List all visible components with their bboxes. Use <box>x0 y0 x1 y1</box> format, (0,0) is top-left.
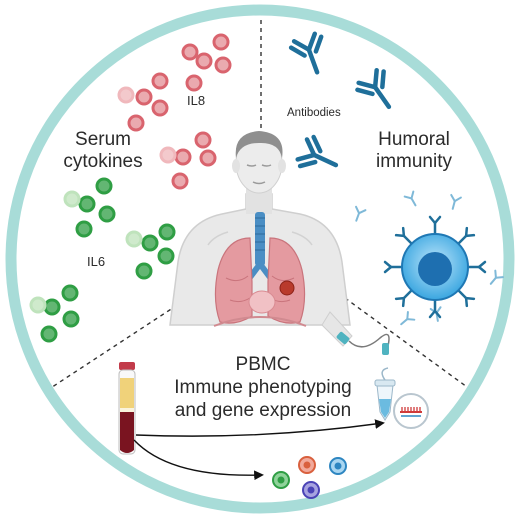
pbmc-line1: PBMC <box>235 354 291 375</box>
il6-label: IL6 <box>87 254 106 269</box>
b-cell-icon <box>383 215 487 319</box>
antibody-icon <box>295 134 339 169</box>
il8-bead-icon <box>159 146 177 164</box>
serum-cytokines-title: Serum cytokines <box>46 129 160 173</box>
il8-label: IL8 <box>187 93 206 108</box>
il6-bead-icon <box>75 220 93 238</box>
serum-title-line1: Serum <box>75 129 131 150</box>
il8-bead-icon <box>117 86 135 104</box>
pbmc-line3: and gene expression <box>174 399 352 421</box>
il6-bead-icon <box>98 205 116 223</box>
lungs-icon <box>213 212 307 327</box>
section-dividers <box>39 16 479 396</box>
il8-bead-icon <box>174 148 192 166</box>
pbmc-cells <box>272 456 347 499</box>
lung-lesion <box>279 280 295 296</box>
il6-beads-faded <box>29 190 143 314</box>
il6-bead-icon <box>62 310 80 328</box>
il8-bead-icon <box>151 72 169 90</box>
humoral-title-line2: immunity <box>375 150 452 172</box>
trachea <box>255 212 265 266</box>
antibodies-label: Antibodies <box>287 107 341 119</box>
iv-catheter-icon <box>336 331 390 355</box>
pcr-tube-icon <box>374 367 396 421</box>
antibody-icon <box>288 31 324 75</box>
il8-bead-icon <box>199 149 217 167</box>
magnifier-icon <box>393 393 429 429</box>
arrow-to-cells-icon <box>133 439 264 481</box>
arrow-to-pcr-icon <box>135 419 385 437</box>
il8-beads <box>127 33 232 190</box>
il8-bead-icon <box>195 52 213 70</box>
hair <box>235 131 283 158</box>
pbmc-label: PBMC Immune phenotyping and gene express… <box>158 354 368 422</box>
il6-bead-icon <box>125 230 143 248</box>
il6-bead-icon <box>63 190 81 208</box>
il6-bead-icon <box>158 223 176 241</box>
blood-tube-icon <box>118 362 136 455</box>
il8-bead-icon <box>171 172 189 190</box>
il6-bead-icon <box>157 247 175 265</box>
il6-bead-icon <box>43 298 61 316</box>
il6-bead-icon <box>78 195 96 213</box>
serum-title-line2: cytokines <box>63 150 143 172</box>
il8-bead-icon <box>135 88 153 106</box>
il6-bead-icon <box>135 262 153 280</box>
il8-bead-icon <box>214 56 232 74</box>
il8-bead-icon <box>194 131 212 149</box>
antibody-icon <box>355 67 392 110</box>
humoral-immunity-title: Humoral immunity <box>362 129 466 173</box>
diaphragm <box>213 316 307 327</box>
pbmc-line2: Immune phenotyping <box>174 376 352 398</box>
il8-bead-icon <box>181 43 199 61</box>
il8-bead-icon <box>151 99 169 117</box>
il6-bead-icon <box>95 177 113 195</box>
il8-bead-icon <box>212 33 230 51</box>
il8-bead-icon <box>185 74 203 92</box>
il6-bead-icon <box>29 296 47 314</box>
heart <box>248 290 276 314</box>
il6-bead-icon <box>40 325 58 343</box>
humoral-title-line1: Humoral <box>378 129 450 150</box>
il8-bead-icon <box>127 114 145 132</box>
il6-beads <box>40 177 176 343</box>
il6-bead-icon <box>141 234 159 252</box>
il8-beads-faded <box>117 86 177 164</box>
il6-bead-icon <box>61 284 79 302</box>
